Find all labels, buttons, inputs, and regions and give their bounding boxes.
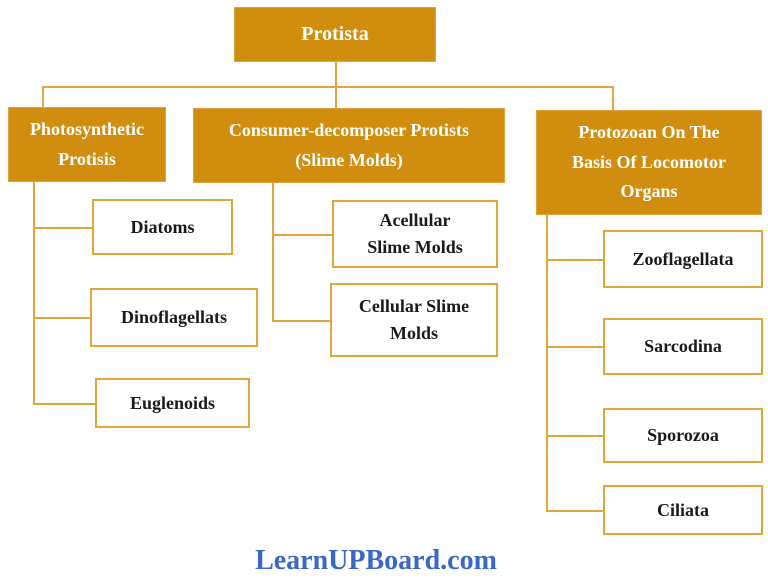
- node-dinoflagellats: Dinoflagellats: [90, 288, 258, 347]
- connector-stub-diatoms: [33, 227, 92, 229]
- node-acellular-slime-molds: Acellular Slime Molds: [332, 200, 498, 268]
- node-label-line: Cellular Slime: [358, 296, 470, 316]
- connector-root-drop: [335, 62, 337, 108]
- node-label-line: Photosynthetic: [30, 118, 144, 139]
- node-sporozoa: Sporozoa: [603, 408, 763, 463]
- node-photosynthetic-protists: Photosynthetic Protisis: [8, 107, 166, 182]
- node-protista: Protista: [234, 7, 436, 62]
- connector-stub-acellular: [272, 234, 332, 236]
- node-label: Ciliata: [657, 499, 709, 520]
- connector-stub-ciliata: [546, 510, 603, 512]
- connector-stub-sporozoa: [546, 435, 603, 437]
- connector-right-vertical: [546, 215, 548, 512]
- node-label: Protista: [301, 23, 369, 45]
- node-label: Zooflagellata: [632, 248, 734, 269]
- node-label: Diatoms: [130, 216, 195, 237]
- node-label-line: Protozoan On The: [578, 121, 720, 142]
- connector-stub-euglenoids: [33, 403, 95, 405]
- node-sarcodina: Sarcodina: [603, 318, 763, 375]
- connector-top-horizontal: [42, 86, 612, 88]
- node-label-line: Organs: [620, 181, 678, 202]
- node-euglenoids: Euglenoids: [95, 378, 250, 428]
- node-label-line: Protisis: [58, 148, 116, 169]
- node-label: Euglenoids: [129, 392, 216, 413]
- connector-drop-left: [42, 86, 44, 107]
- node-label: Sporozoa: [647, 425, 719, 445]
- connector-stub-dinoflagellats: [33, 317, 90, 319]
- connector-stub-zooflagellata: [546, 259, 603, 261]
- node-label-line: (Slime Molds): [295, 149, 403, 170]
- node-diatoms: Diatoms: [92, 199, 233, 255]
- connector-mid-vertical: [272, 183, 274, 322]
- node-label-line: Consumer-decomposer Protists: [228, 119, 470, 140]
- node-label-line: Slime Molds: [367, 237, 463, 257]
- node-label-line: Basis Of Locomotor: [572, 151, 726, 172]
- connector-stub-sarcodina: [546, 346, 603, 348]
- node-consumer-decomposer-protists: Consumer-decomposer Protists (Slime Mold…: [193, 108, 505, 183]
- node-cellular-slime-molds: Cellular Slime Molds: [330, 283, 498, 357]
- connector-drop-right: [612, 86, 614, 110]
- node-label: Dinoflagellats: [121, 307, 227, 327]
- node-label: Sarcodina: [644, 336, 722, 356]
- node-zooflagellata: Zooflagellata: [603, 230, 763, 288]
- node-protozoan-locomotor: Protozoan On The Basis Of Locomotor Orga…: [536, 110, 762, 215]
- connector-left-vertical: [33, 182, 35, 405]
- watermark-text: LearnUPBoard.com: [255, 545, 497, 576]
- connector-stub-cellular: [272, 320, 330, 322]
- node-ciliata: Ciliata: [603, 485, 763, 535]
- node-label-line: Molds: [389, 323, 438, 343]
- node-label-line: Acellular: [379, 210, 451, 230]
